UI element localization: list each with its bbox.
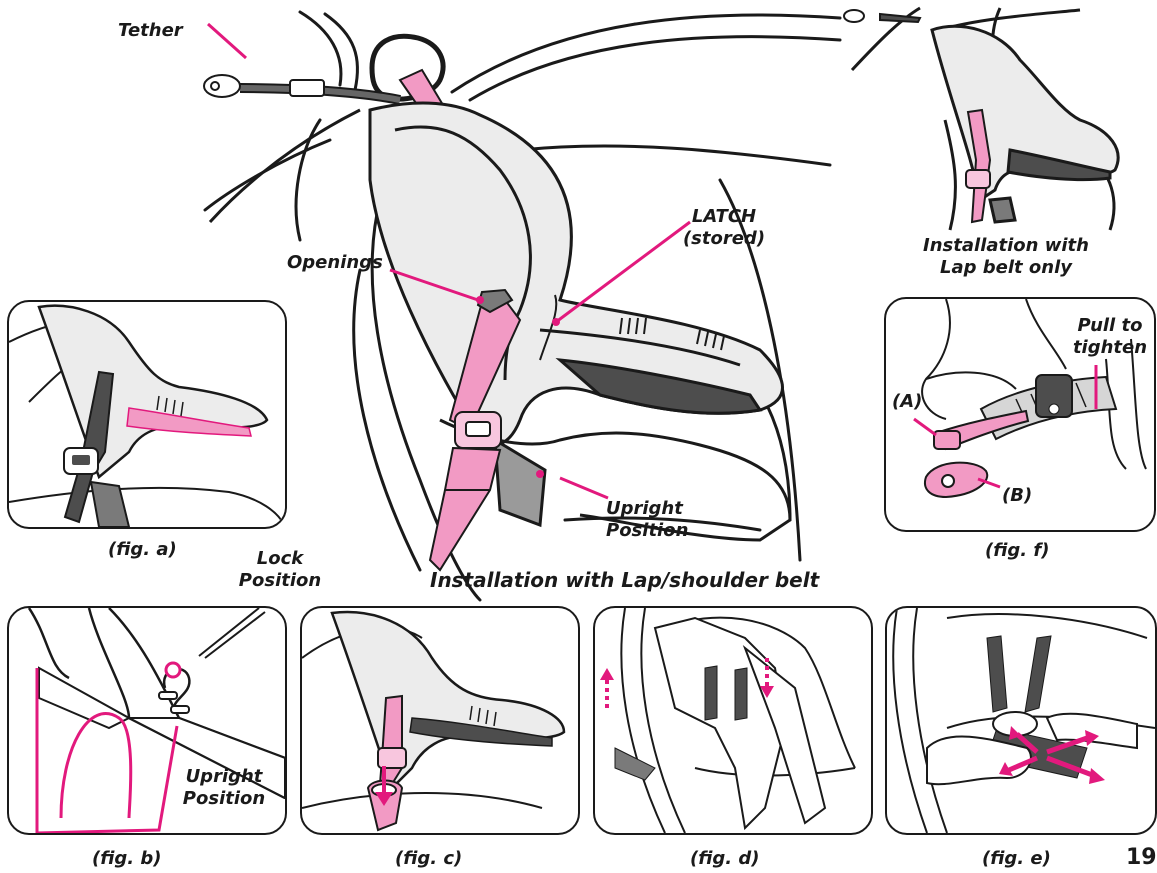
fig-b-caption: (fig. b) xyxy=(92,848,162,870)
lock-position-label: Lock Position xyxy=(220,548,340,592)
fig-c-caption: (fig. c) xyxy=(395,848,462,870)
pull-label-line1: Pull to xyxy=(1066,315,1154,337)
page-number: 19 xyxy=(1126,845,1157,870)
lap-shoulder-caption: Installation with Lap/shoulder belt xyxy=(430,569,819,591)
upright-label-line2: Position xyxy=(606,520,688,542)
fig-d-panel xyxy=(593,606,873,835)
fig-e-panel xyxy=(885,606,1157,835)
upright-position-label: Upright Position xyxy=(606,498,688,542)
pull-to-tighten-label: Pull to tighten xyxy=(1066,315,1154,359)
fig-e-illustration xyxy=(887,608,1155,833)
fig-b-upright-line2: Position xyxy=(169,788,279,810)
fig-b-panel: Upright Position xyxy=(7,606,287,835)
fig-f-caption: (fig. f) xyxy=(985,540,1049,562)
label-b: (B) xyxy=(1002,485,1032,507)
fig-a-illustration xyxy=(9,302,285,527)
pull-label-line2: tighten xyxy=(1066,337,1154,359)
fig-d-caption: (fig. d) xyxy=(690,848,760,870)
fig-e-caption: (fig. e) xyxy=(982,848,1051,870)
fig-a-caption: (fig. a) xyxy=(108,539,177,561)
fig-f-panel: Pull to tighten (A) (B) xyxy=(884,297,1156,532)
fig-b-upright-label: Upright Position xyxy=(169,766,279,810)
lock-label-line2: Position xyxy=(220,570,340,592)
fig-c-illustration xyxy=(302,608,578,833)
upright-label-line1: Upright xyxy=(606,498,688,520)
fig-c-panel xyxy=(300,606,580,835)
latch-label-line2: (stored) xyxy=(664,228,784,250)
latch-label-line1: LATCH xyxy=(664,206,784,228)
openings-label: Openings xyxy=(287,252,383,274)
lap-belt-only-caption: Installation with Lap belt only xyxy=(906,235,1106,279)
lock-label-line1: Lock xyxy=(220,548,340,570)
fig-d-illustration xyxy=(595,608,871,833)
label-a: (A) xyxy=(892,391,922,413)
latch-label: LATCH (stored) xyxy=(664,206,784,250)
tether-label: Tether xyxy=(118,20,183,42)
lap-belt-caption-line1: Installation with xyxy=(906,235,1106,257)
lap-belt-caption-line2: Lap belt only xyxy=(906,257,1106,279)
fig-a-panel xyxy=(7,300,287,529)
fig-b-upright-line1: Upright xyxy=(169,766,279,788)
